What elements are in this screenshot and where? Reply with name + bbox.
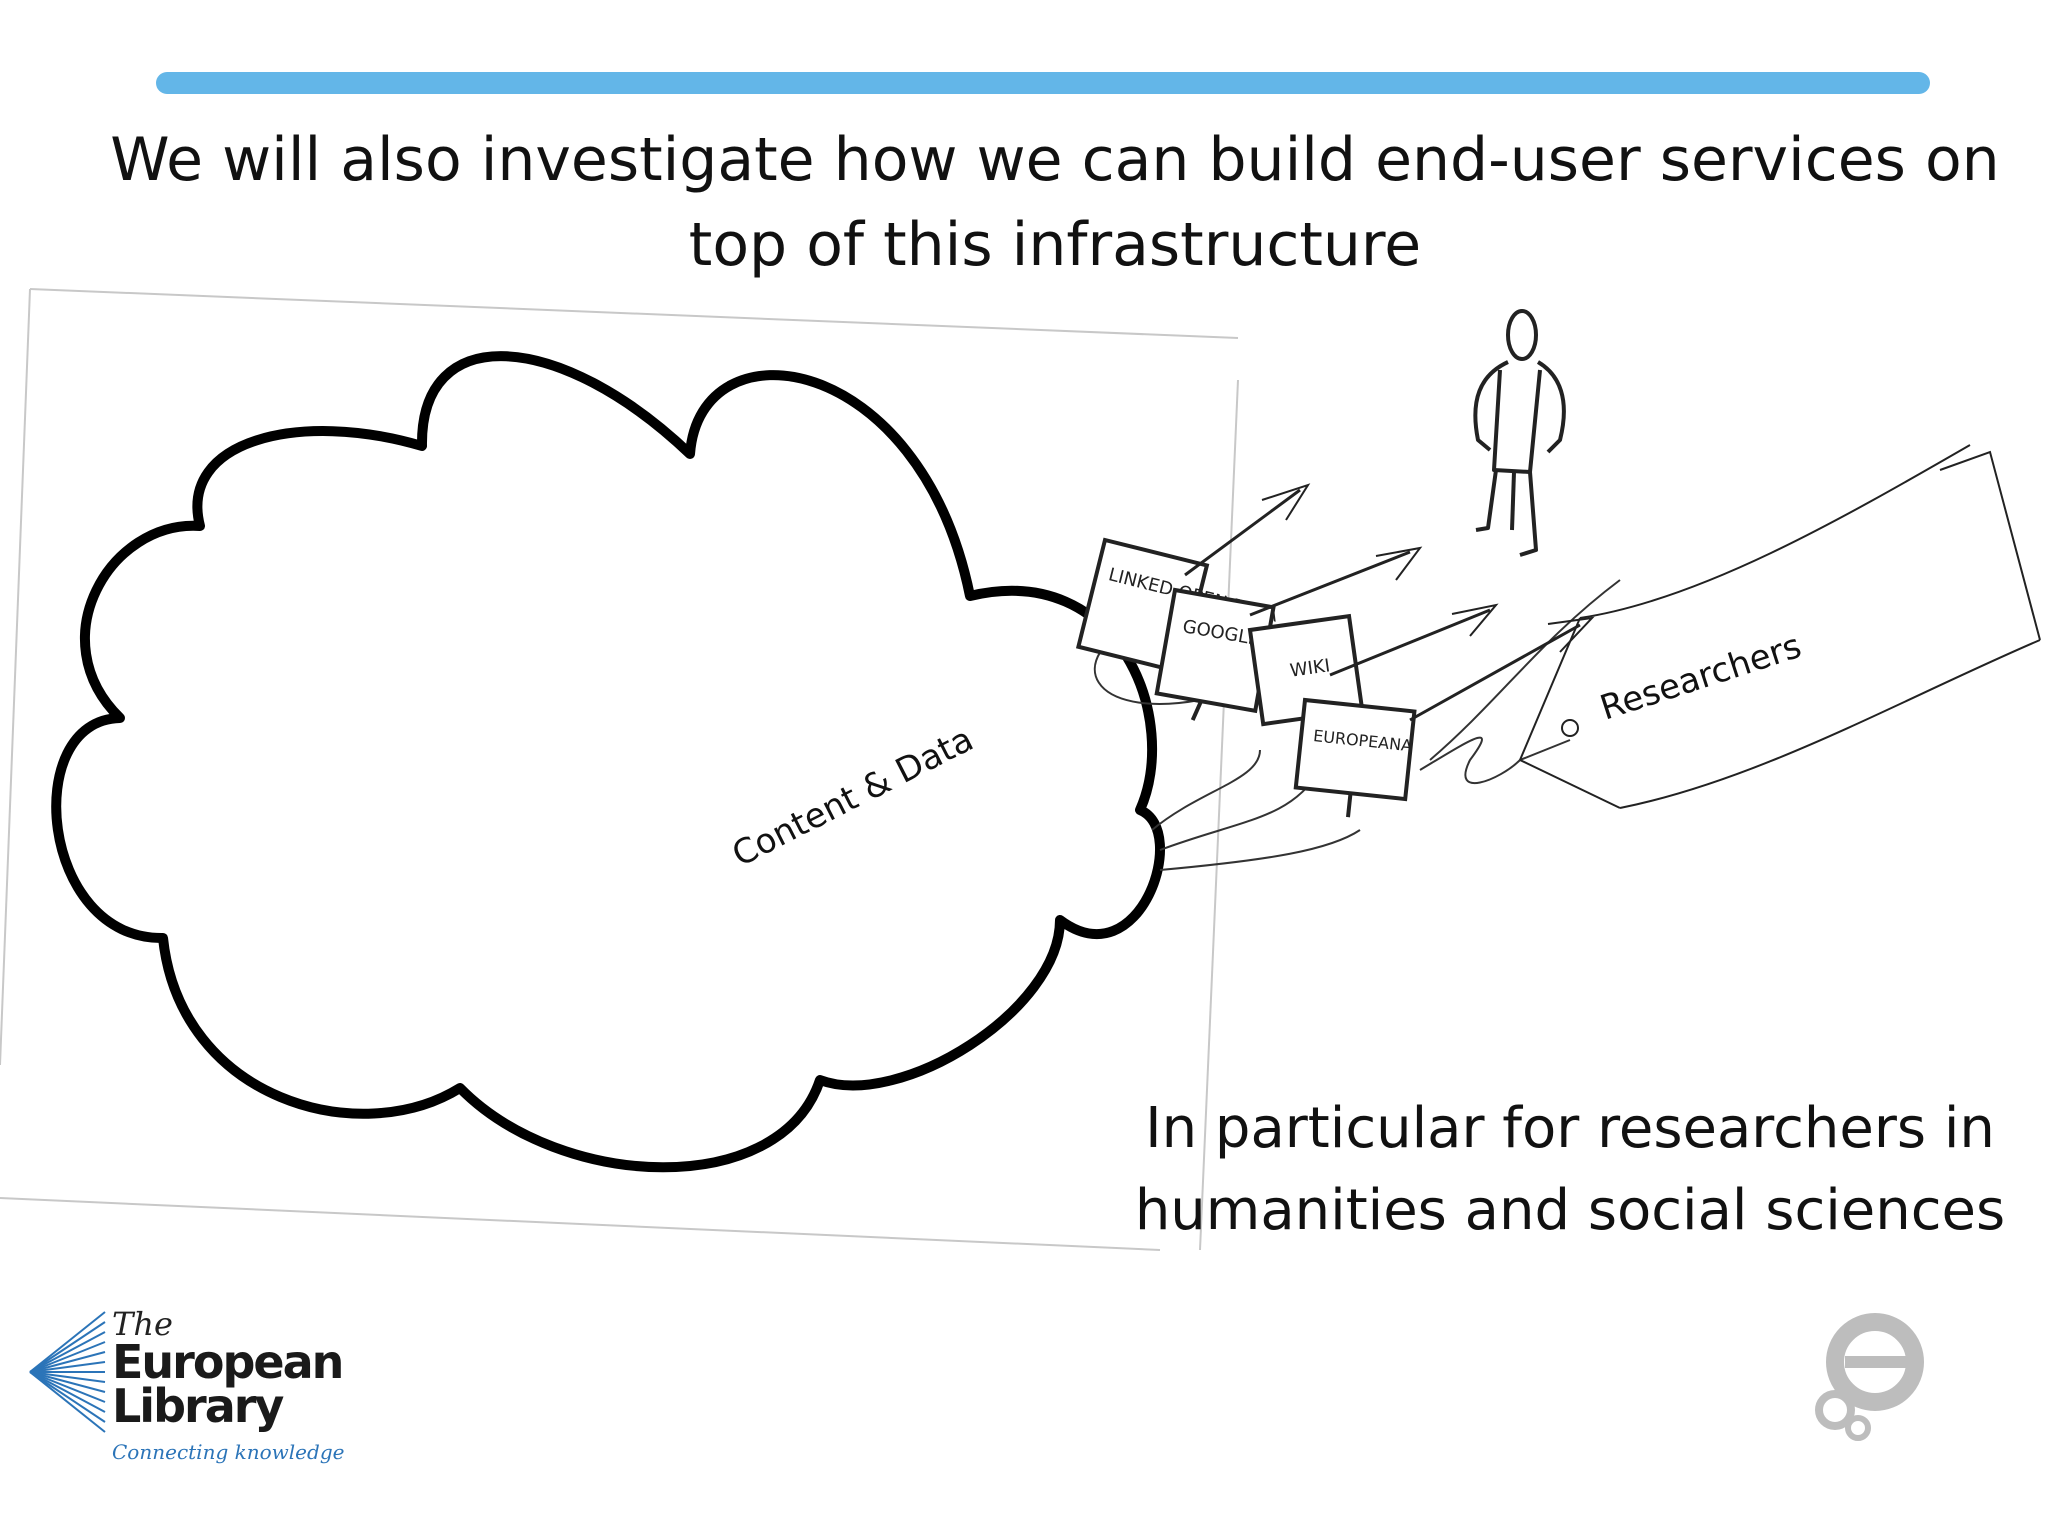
european-library-logo: The European Library Connecting knowledg…: [112, 1308, 344, 1464]
title-accent-bar: [156, 72, 1930, 94]
e-bubble-icon: [1815, 1313, 1924, 1441]
logo-line-1: European: [112, 1335, 344, 1389]
paper-sheet-outline: [0, 288, 1239, 1251]
slide-subtitle: In particular for researchers in humanit…: [1134, 1096, 2006, 1243]
arrow-icon: [1184, 483, 1311, 577]
slide-heading: We will also investigate how we can buil…: [110, 125, 2000, 280]
arrows: [1184, 483, 1595, 722]
cables: [1094, 579, 1621, 871]
banner-icon: [1519, 444, 2041, 809]
arrow-icon: [1409, 616, 1595, 722]
starburst-icon: [29, 1311, 106, 1433]
arrow-icon: [1329, 603, 1499, 677]
cloud-icon: [51, 351, 1166, 1173]
logo-the: The: [112, 1305, 173, 1343]
person-icon: [1473, 309, 1566, 557]
computer-europeana: EUROPEANA: [1293, 697, 1417, 818]
logo-tagline: Connecting knowledge: [112, 1440, 345, 1464]
logo-line-2: Library: [112, 1379, 284, 1433]
computer-google: GOOGLE: [1154, 587, 1276, 721]
researchers-label: Researchers: [1595, 626, 1806, 728]
arrow-icon: [1249, 546, 1423, 617]
